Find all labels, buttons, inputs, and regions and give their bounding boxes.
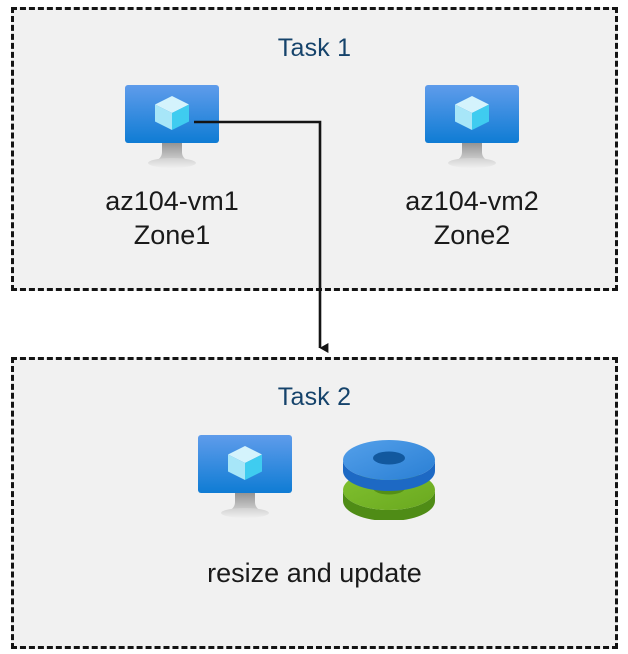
task-1-title: Task 1 [277,34,352,62]
azure-virtual-machine-icon [193,432,297,520]
task-2-group-box: Task 2 [11,357,618,649]
azure-disks-icon [341,436,437,520]
task-2-caption: resize and update [207,558,422,588]
node-az104-vm1: az104-vm1 Zone1 [82,82,262,252]
task-2-icon-row [14,432,615,520]
node-az104-vm2: az104-vm2 Zone2 [382,82,562,252]
node-az104-vm2-zone: Zone2 [433,220,511,250]
node-az104-vm1-name: az104-vm1 [105,186,239,216]
azure-virtual-machine-icon [82,82,262,170]
azure-virtual-machine-icon [382,82,562,170]
node-az104-vm1-zone: Zone1 [133,220,211,250]
node-az104-vm2-name: az104-vm2 [405,186,539,216]
task-1-group-box: Task 1 [11,7,618,291]
task-2-title: Task 2 [277,383,352,411]
